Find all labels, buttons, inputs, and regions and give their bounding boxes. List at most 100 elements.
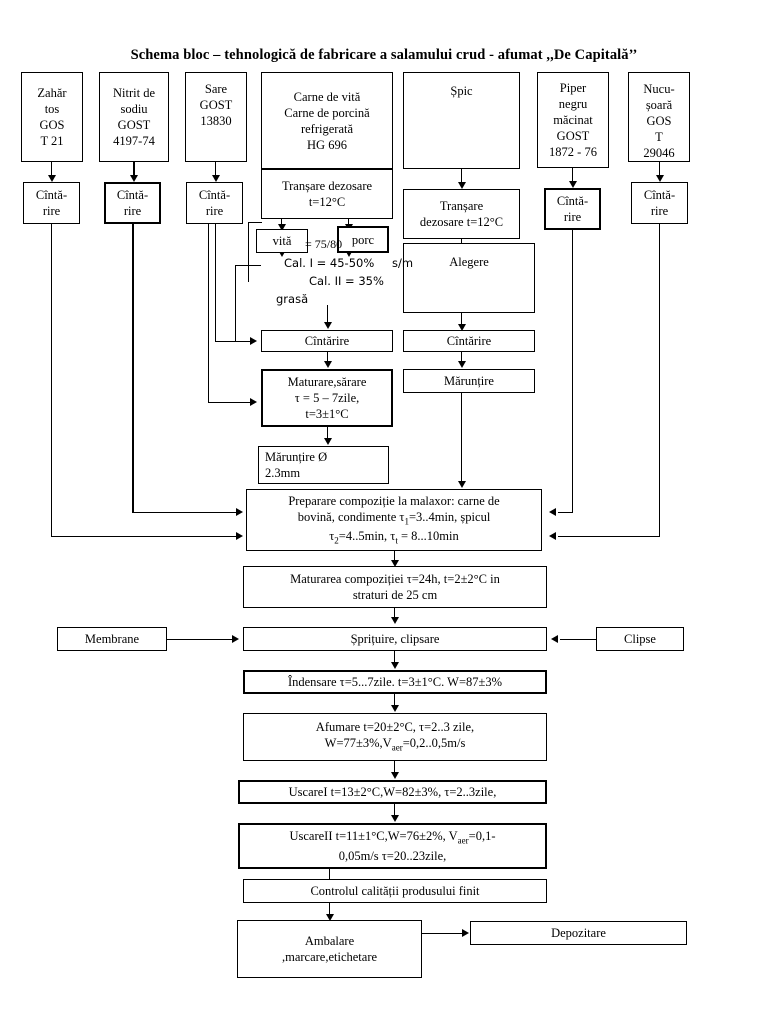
process-box-membrane: Membrane [57, 627, 167, 651]
ingredient-line: Carne de vită [293, 89, 361, 104]
ingredient-line: Piper [559, 81, 587, 95]
ingredient-line: șoară [645, 98, 673, 112]
cal1-label: Cal. I = 45-50% [284, 256, 375, 270]
arrow-down-icon [391, 662, 399, 669]
process-box-alegere: Alegere [403, 243, 535, 313]
maruntire-line: Mărunțire Ø [265, 450, 328, 464]
ingredient-line: 29046 [643, 146, 675, 160]
arrow-down-icon [391, 617, 399, 624]
connector [281, 219, 282, 227]
arrow-down-icon [326, 914, 334, 921]
connector [133, 162, 135, 178]
ingredient-line: GOST [117, 118, 151, 132]
connector [327, 352, 328, 364]
process-box-cintarire-nucusoara: Cîntă- rire [631, 182, 688, 224]
transare-line: t=12°C [308, 195, 346, 209]
arrow-down-icon [391, 705, 399, 712]
membrane-label: Membrane [84, 632, 140, 646]
transare-line: dezosare t=12°C [419, 215, 504, 229]
connector [215, 341, 253, 342]
ingredient-line: Nitrit de [112, 86, 155, 100]
process-box-maruntire-spic: Mărunțire [403, 369, 535, 393]
control-label: Controlul calității produsului finit [310, 884, 480, 898]
arrow-down-icon [458, 361, 466, 368]
maturare-line: τ = 5 – 7zile, [294, 391, 360, 405]
grasa-label: grasă [276, 292, 309, 306]
process-box-clipse: Clipse [596, 627, 684, 651]
arrow-down-icon [458, 481, 466, 488]
ingredient-box-sare: Sare GOST 13830 [185, 72, 247, 162]
process-box-vita: vită [256, 229, 308, 253]
connector [208, 224, 209, 402]
ingredient-line: refrigerată [300, 121, 354, 136]
ingredient-box-carne: Carne de vită Carne de porcină refrigera… [261, 72, 393, 169]
arrow-left-icon [551, 635, 558, 643]
connector [394, 551, 395, 563]
arrow-right-icon [236, 532, 243, 540]
page-title: Schema bloc – tehnologică de fabricare a… [130, 47, 638, 63]
process-box-sprituire: Șprițuire, clipsare [243, 627, 547, 651]
arrow-down-icon [324, 322, 332, 329]
ingredient-line: Zahăr [37, 86, 67, 100]
arrow-down-icon [458, 324, 466, 331]
cintarire-line: rire [205, 204, 224, 218]
connector [248, 222, 262, 223]
process-box-transare-spic: Tranșare dezosare t=12°C [403, 189, 520, 239]
afumare-line: W=77±3%,Vaer=0,2..0,5m/s [324, 736, 466, 753]
connector [51, 224, 52, 536]
maturare-line: t=3±1°C [305, 407, 349, 421]
ingredient-line: Șpic [450, 84, 473, 98]
connector [132, 224, 134, 512]
indensare-label: Îndensare τ=5...7zile. t=3±1°C. W=87±3% [287, 675, 503, 689]
connector [461, 169, 462, 185]
ingredient-line: T [655, 130, 663, 144]
ingredient-line: T 21 [40, 134, 64, 148]
process-box-depozitare: Depozitare [470, 921, 687, 945]
ambalare-line: Ambalare [304, 934, 355, 948]
connector [208, 402, 253, 403]
ingredient-line: Nucu- [643, 82, 675, 96]
process-box-cintarire-compozitie: Cîntărire [261, 330, 393, 352]
connector [215, 162, 216, 178]
process-box-uscare-ii: UscareII t=11±1°C,W=76±2%, Vaer=0,1- 0,0… [238, 823, 547, 869]
connector [51, 536, 238, 537]
depozitare-label: Depozitare [551, 926, 606, 940]
preparare-line: τ2=4..5min, τt = 8...10min [329, 529, 459, 546]
cintarire-line: rire [123, 204, 142, 218]
process-box-cintarire-spic: Cîntărire [403, 330, 535, 352]
alegere-label: Alegere [449, 255, 489, 269]
connector [248, 222, 249, 282]
ingredient-line: 13830 [200, 114, 232, 128]
transare-line: Tranșare dezosare [281, 179, 373, 193]
connector [572, 168, 573, 184]
connector [235, 265, 236, 341]
ingredient-line: Carne de porcină [284, 105, 370, 120]
cintarire-label: Cîntărire [304, 334, 350, 348]
connector [461, 393, 462, 484]
cintarire-line: Cîntă- [116, 188, 149, 202]
preparare-line: bovină, condimente τ1=3..4min, șpicul [297, 509, 491, 527]
ingredient-box-nitrit: Nitrit de sodiu GOST 4197-74 [99, 72, 169, 162]
ingredient-line: Sare [204, 82, 228, 96]
arrow-down-icon [569, 181, 577, 188]
process-box-preparare-compozitie: Preparare compoziție la malaxor: carne d… [246, 489, 542, 551]
transare-line: Tranșare [439, 199, 484, 213]
ingredient-line: GOS [39, 118, 65, 132]
process-box-ambalare: Ambalare ,marcare,etichetare [237, 920, 422, 978]
connector [167, 639, 232, 640]
arrow-down-icon [324, 361, 332, 368]
uscare2-line: UscareII t=11±1°C,W=76±2%, Vaer=0,1- [289, 829, 496, 846]
process-box-afumare: Afumare t=20±2°C, τ=2..3 zile, W=77±3%,V… [243, 713, 547, 761]
cintarire-label: Cîntărire [446, 334, 492, 348]
process-box-maruntire-carne: Mărunțire Ø 2.3mm [258, 446, 389, 484]
cintarire-line: Cîntă- [556, 194, 589, 208]
ingredient-box-piper: Piper negru măcinat GOST 1872 - 76 [537, 72, 609, 168]
arrow-down-icon [391, 772, 399, 779]
arrow-right-icon [236, 508, 243, 516]
maruntire-line: 2.3mm [265, 466, 301, 480]
ingredient-line: sodiu [120, 102, 148, 116]
process-box-cintarire-piper: Cîntă- rire [544, 188, 601, 230]
connector [394, 761, 395, 775]
uscare1-label: UscareI t=13±2°C,W=82±3%, τ=2..3zile, [288, 785, 497, 799]
uscare2-line: 0,05m/s τ=20..23zile, [338, 848, 447, 863]
